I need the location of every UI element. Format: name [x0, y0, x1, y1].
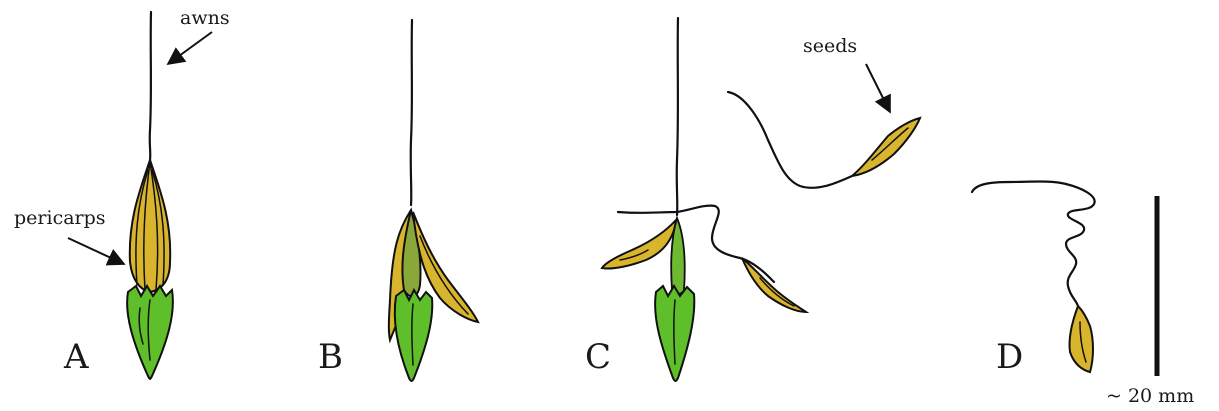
label-pericarps: pericarps: [14, 207, 106, 229]
panel-label-a: A: [63, 337, 89, 377]
panel-label-c: C: [585, 337, 611, 377]
panel-label-b: B: [318, 337, 343, 377]
arrow-awns: [168, 32, 212, 64]
panel-b-illustration: [389, 20, 478, 381]
awn-b: [411, 20, 412, 205]
scale-bar-label: ~ 20 mm: [1106, 385, 1194, 407]
awn-a: [150, 12, 151, 160]
panel-c-illustration: [602, 18, 806, 381]
seed-c-left: [602, 220, 676, 269]
label-seeds: seeds: [803, 35, 857, 57]
free-seed-awn: [728, 92, 852, 188]
label-awns: awns: [180, 7, 230, 29]
awn-c: [677, 18, 678, 215]
free-seed-c: [728, 92, 920, 188]
arrow-seeds: [866, 64, 890, 112]
panel-label-d: D: [996, 337, 1023, 377]
seed-c-right: [742, 258, 806, 312]
panel-a-illustration: [127, 12, 173, 379]
panel-d-illustration: [972, 182, 1095, 373]
awn-d-coiled: [972, 182, 1095, 307]
arrow-pericarps: [68, 238, 124, 264]
